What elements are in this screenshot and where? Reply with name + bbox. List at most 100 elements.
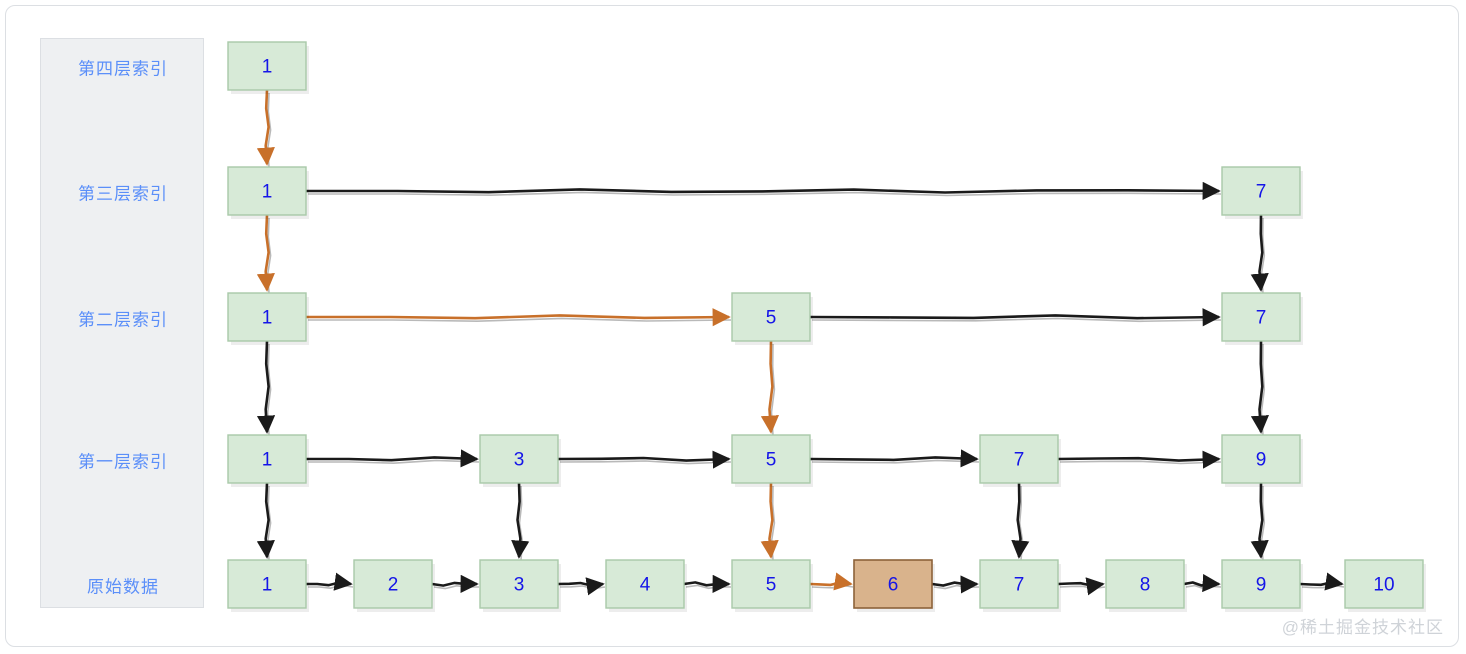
link-v-c0-r3-to-r4 <box>256 482 275 561</box>
link-v-c8-r3-to-r4 <box>1250 482 1269 561</box>
node-level4-value7[interactable]: 7 <box>979 559 1061 612</box>
link-h-r2-c0-to-c4 <box>306 308 732 327</box>
link-v-c8-r1-to-r2 <box>1250 214 1269 294</box>
node-value-label: 1 <box>262 450 273 471</box>
node-box[interactable] <box>731 292 811 342</box>
node-value-label: 7 <box>1256 308 1267 329</box>
node-value-label: 5 <box>766 575 777 596</box>
node-level3-value3[interactable]: 3 <box>479 434 561 487</box>
node-box[interactable] <box>605 559 685 609</box>
node-box[interactable] <box>227 166 307 216</box>
link-v-c4-r2-to-r3 <box>760 340 780 436</box>
node-value-label: 1 <box>262 182 273 203</box>
link-h-r3-c4-to-c6 <box>809 449 980 468</box>
node-level1-value7[interactable]: 7 <box>1221 166 1303 219</box>
link-h-r1-c0-to-c8 <box>306 181 1222 200</box>
node-box-highlighted[interactable] <box>853 559 933 609</box>
node-box[interactable] <box>227 434 307 484</box>
node-box[interactable] <box>1344 559 1424 609</box>
link-h-r4-c0-to-c1 <box>306 572 354 591</box>
node-box[interactable] <box>479 559 559 609</box>
node-level1-value1[interactable]: 1 <box>227 166 309 219</box>
node-level2-value5[interactable]: 5 <box>731 292 813 345</box>
link-h-r2-c4-to-c8 <box>809 308 1222 327</box>
node-box[interactable] <box>227 41 307 91</box>
link-h-r4-c7-to-c8 <box>1183 573 1222 593</box>
node-level4-value4[interactable]: 4 <box>605 559 687 612</box>
link-v-c0-r1-to-r2 <box>256 214 275 294</box>
node-value-label: 9 <box>1256 450 1267 471</box>
node-level3-value9[interactable]: 9 <box>1221 434 1303 487</box>
link-h-r3-c6-to-c8 <box>1057 450 1222 469</box>
link-h-r3-c0-to-c2 <box>306 449 480 468</box>
link-h-r4-c2-to-c3 <box>557 577 606 596</box>
node-level2-value1[interactable]: 1 <box>227 292 309 345</box>
node-box[interactable] <box>353 559 433 609</box>
node-level4-value9[interactable]: 9 <box>1221 559 1303 612</box>
legend-label-1: 第三层索引 <box>78 184 168 204</box>
link-h-r4-c3-to-c4 <box>683 574 732 593</box>
node-value-label: 6 <box>888 575 899 596</box>
node-value-label: 4 <box>640 575 651 596</box>
legend-label-3: 第一层索引 <box>78 452 168 472</box>
node-box[interactable] <box>227 559 307 609</box>
node-box[interactable] <box>479 434 559 484</box>
link-h-r3-c2-to-c4 <box>557 450 732 469</box>
link-v-c4-r3-to-r4 <box>760 482 779 561</box>
node-box[interactable] <box>979 434 1059 484</box>
node-value-label: 3 <box>514 450 525 471</box>
node-value-label: 8 <box>1140 575 1151 596</box>
node-level4-value3[interactable]: 3 <box>479 559 561 612</box>
node-level4-value2[interactable]: 2 <box>353 559 435 612</box>
node-box[interactable] <box>731 434 811 484</box>
node-level2-value7[interactable]: 7 <box>1221 292 1303 345</box>
node-level4-value1[interactable]: 1 <box>227 559 309 612</box>
link-v-c0-r2-to-r3 <box>256 340 276 436</box>
link-v-c0-r0-to-r1 <box>256 89 275 168</box>
node-level0-value1[interactable]: 1 <box>227 41 309 94</box>
node-box[interactable] <box>1105 559 1185 609</box>
link-h-r4-c8-to-c9 <box>1299 572 1345 591</box>
node-value-label: 1 <box>262 308 273 329</box>
node-value-label: 1 <box>262 57 273 78</box>
node-value-label: 9 <box>1256 575 1267 596</box>
node-box[interactable] <box>1221 559 1301 609</box>
node-box[interactable] <box>1221 434 1301 484</box>
link-v-c6-r3-to-r4 <box>1011 482 1030 561</box>
link-h-r4-c5-to-c6 <box>931 575 980 594</box>
node-value-label: 7 <box>1014 450 1025 471</box>
node-value-label: 3 <box>514 575 525 596</box>
node-box[interactable] <box>1221 292 1301 342</box>
node-box[interactable] <box>731 559 811 609</box>
node-level3-value7[interactable]: 7 <box>979 434 1061 487</box>
links-layer <box>256 89 1345 596</box>
node-box[interactable] <box>1221 166 1301 216</box>
legend-label-4: 原始数据 <box>87 577 159 597</box>
node-value-label: 7 <box>1256 182 1267 203</box>
level-legend-panel: 第四层索引第三层索引第二层索引第一层索引原始数据 <box>40 38 204 608</box>
node-value-label: 2 <box>388 575 399 596</box>
node-value-label: 7 <box>1014 575 1025 596</box>
link-v-c2-r3-to-r4 <box>511 482 530 561</box>
node-value-label: 5 <box>766 308 777 329</box>
node-level4-value6[interactable]: 6 <box>853 559 935 612</box>
node-value-label: 10 <box>1373 575 1394 596</box>
node-value-label: 5 <box>766 450 777 471</box>
node-box[interactable] <box>979 559 1059 609</box>
nodes-layer: 1 1 7 1 5 7 1 3 5 7 9 1 2 3 4 5 6 7 8 9 10 <box>227 41 1426 612</box>
node-level3-value1[interactable]: 1 <box>227 434 309 487</box>
link-h-r4-c1-to-c2 <box>431 574 479 593</box>
node-level4-value5[interactable]: 5 <box>731 559 813 612</box>
node-level3-value5[interactable]: 5 <box>731 434 813 487</box>
node-level4-value8[interactable]: 8 <box>1105 559 1187 612</box>
watermark: @稀土掘金技术社区 <box>1281 618 1444 637</box>
link-v-c8-r2-to-r3 <box>1250 340 1270 436</box>
node-box[interactable] <box>227 292 307 342</box>
legend-label-0: 第四层索引 <box>78 59 168 79</box>
link-h-r4-c6-to-c7 <box>1057 577 1106 596</box>
link-h-r4-c4-to-c5 <box>809 572 854 591</box>
node-value-label: 1 <box>262 575 273 596</box>
node-level4-value10[interactable]: 10 <box>1344 559 1426 612</box>
